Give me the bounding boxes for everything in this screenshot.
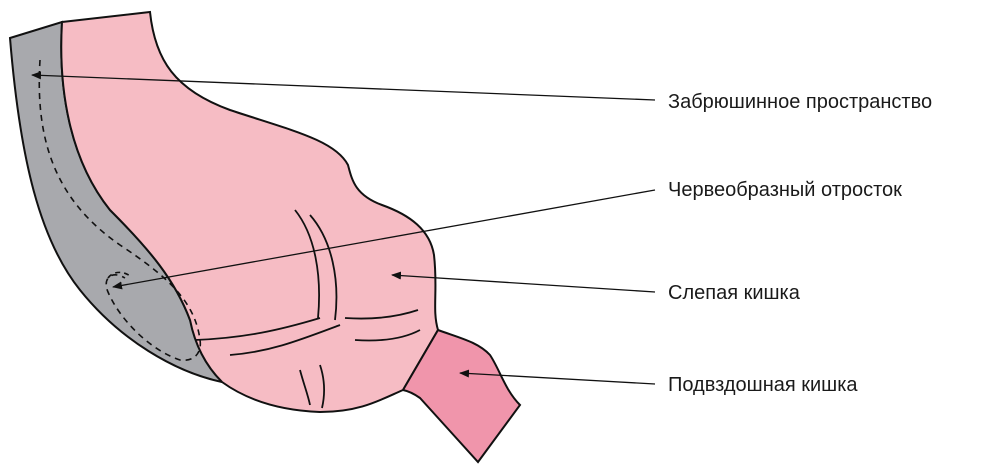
label-ileum: Подвздошная кишка [668,374,858,396]
label-retroperitoneum: Забрюшинное пространство [668,91,932,113]
label-cecum: Слепая кишка [668,282,801,304]
label-appendix: Червеобразный отросток [668,179,902,201]
